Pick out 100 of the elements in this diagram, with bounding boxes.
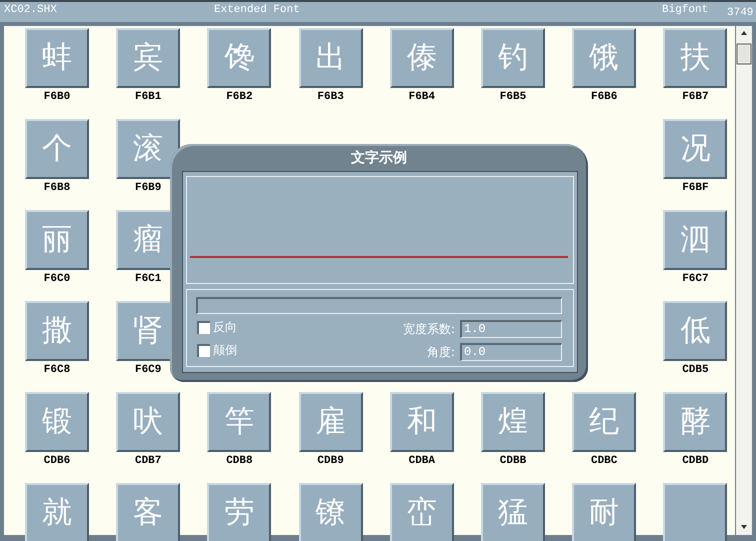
glyph: 钓 bbox=[498, 43, 528, 73]
glyph: 瘤 bbox=[133, 225, 164, 255]
glyph-code: F6B0 bbox=[42, 91, 72, 103]
glyph: 个 bbox=[42, 134, 72, 164]
glyph-tile bbox=[663, 119, 728, 179]
glyph: 和 bbox=[406, 407, 437, 437]
glyph-tile bbox=[116, 119, 180, 179]
glyph-code: F6B7 bbox=[681, 91, 710, 103]
glyph-tile bbox=[207, 392, 272, 452]
glyph-tile bbox=[116, 483, 180, 541]
glyph-tile bbox=[25, 301, 89, 361]
glyph-tile bbox=[25, 392, 89, 452]
field-label: 宽度系数: bbox=[402, 321, 455, 338]
glyph: 泗 bbox=[680, 225, 710, 255]
glyph-code: F6B9 bbox=[134, 182, 162, 194]
glyph: 竿 bbox=[224, 407, 254, 437]
glyph-code: CDB8 bbox=[225, 455, 254, 467]
glyph: 肾 bbox=[133, 316, 164, 346]
glyph: 耐 bbox=[589, 498, 620, 528]
glyph: 纪 bbox=[589, 407, 620, 437]
input-field: 1.0 bbox=[460, 320, 562, 338]
glyph-code: F6C1 bbox=[134, 273, 162, 285]
glyph-tile bbox=[390, 28, 454, 88]
glyph-tile bbox=[298, 392, 363, 452]
glyph: 雇 bbox=[316, 407, 346, 437]
glyph-code: F6C8 bbox=[42, 364, 72, 376]
glyph-tile bbox=[572, 483, 636, 541]
glyph-code: F6B6 bbox=[590, 91, 618, 103]
glyph-code: F6B1 bbox=[134, 91, 162, 103]
glyph-tile bbox=[390, 392, 454, 452]
glyph-tile bbox=[298, 28, 363, 88]
glyph: 镣 bbox=[316, 498, 346, 528]
input-field: 0.0 bbox=[460, 343, 562, 361]
glyph: 饿 bbox=[589, 43, 620, 73]
glyph-code: CDBA bbox=[408, 455, 436, 467]
glyph-tile bbox=[572, 28, 636, 88]
glyph: 出 bbox=[316, 43, 346, 73]
glyph-tile bbox=[663, 301, 728, 361]
glyph: 酵 bbox=[680, 407, 710, 437]
glyph: 傣 bbox=[406, 43, 437, 73]
glyph-code: CDB7 bbox=[134, 455, 162, 467]
glyph-tile bbox=[572, 392, 636, 452]
glyph-tile bbox=[298, 483, 363, 541]
dialog-window bbox=[170, 144, 588, 382]
glyph-tile bbox=[663, 210, 728, 270]
glyph: 煌 bbox=[498, 407, 528, 437]
glyph: 宾 bbox=[133, 43, 164, 73]
glyph-code: F6C9 bbox=[134, 364, 162, 376]
glyph: 丽 bbox=[42, 225, 72, 255]
glyph-tile bbox=[25, 483, 89, 541]
glyph-tile bbox=[25, 28, 89, 88]
glyph-code: F6B8 bbox=[42, 182, 72, 194]
file-name: XC02.SHX bbox=[4, 4, 57, 16]
glyph-tile bbox=[390, 483, 454, 541]
font-type: Bigfont bbox=[662, 4, 708, 16]
field-label: 角度: bbox=[426, 344, 455, 361]
glyph-code: F6B4 bbox=[408, 91, 436, 103]
glyph: 低 bbox=[680, 316, 710, 346]
glyph: 馋 bbox=[224, 43, 254, 73]
glyph-code: CDBD bbox=[681, 455, 710, 467]
glyph-tile bbox=[481, 28, 545, 88]
glyph: 峦 bbox=[406, 498, 437, 528]
glyph: 扶 bbox=[680, 43, 710, 73]
dialog-title: 文字示例 bbox=[350, 149, 408, 167]
glyph-tile bbox=[663, 28, 728, 88]
glyph-tile bbox=[663, 483, 728, 541]
glyph-code: CDB5 bbox=[681, 364, 710, 376]
glyph: 劳 bbox=[224, 498, 254, 528]
glyph-code: F6B5 bbox=[498, 91, 528, 103]
glyph-tile bbox=[481, 392, 545, 452]
glyph-tile bbox=[25, 119, 89, 179]
glyph-code: F6B3 bbox=[316, 91, 345, 103]
checkbox-label: 颠倒 bbox=[213, 342, 237, 359]
glyph: 锻 bbox=[42, 407, 72, 437]
glyph-code: F6BF bbox=[681, 182, 710, 194]
glyph: 撒 bbox=[42, 316, 72, 346]
glyph-code: CDBB bbox=[498, 455, 528, 467]
glyph: 滚 bbox=[133, 134, 164, 164]
glyph-count: 3749 bbox=[727, 7, 754, 19]
glyph-tile bbox=[207, 28, 272, 88]
glyph-tile bbox=[663, 392, 728, 452]
glyph-tile bbox=[207, 483, 272, 541]
glyph-code: CDB6 bbox=[42, 455, 72, 467]
glyph-tile bbox=[481, 483, 545, 541]
glyph: 蚌 bbox=[42, 43, 72, 73]
glyph-code: F6B2 bbox=[225, 91, 254, 103]
glyph: 猛 bbox=[498, 498, 528, 528]
glyph-code: F6C0 bbox=[42, 273, 72, 285]
glyph-tile bbox=[25, 210, 89, 270]
glyph-tile bbox=[116, 392, 180, 452]
checkbox-label: 反向 bbox=[213, 319, 237, 336]
font-type: Extended Font bbox=[214, 4, 300, 16]
glyph: 吠 bbox=[133, 407, 164, 437]
glyph: 客 bbox=[133, 498, 164, 528]
glyph: 况 bbox=[680, 134, 710, 164]
glyph-code: CDBC bbox=[590, 455, 618, 467]
glyph-tile bbox=[116, 28, 180, 88]
glyph-code: CDB9 bbox=[316, 455, 345, 467]
glyph-code: F6C7 bbox=[681, 273, 710, 285]
glyph: 就 bbox=[42, 498, 72, 528]
